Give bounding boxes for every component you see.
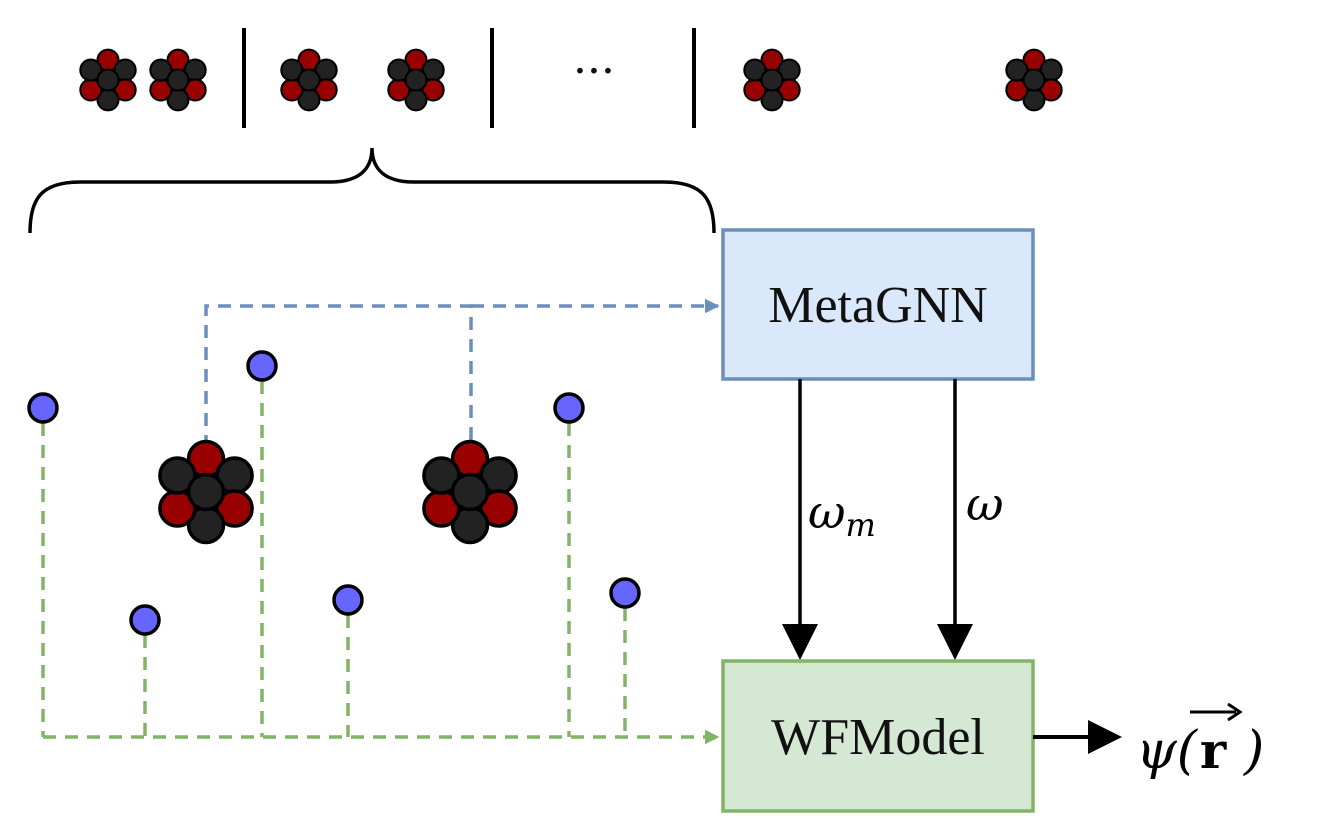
electrons <box>27 350 641 636</box>
atom-icon <box>387 48 445 112</box>
output-edge <box>1033 720 1122 754</box>
psi-suffix: ) <box>1243 721 1264 781</box>
electron-icon <box>609 577 641 609</box>
psi-prefix: ψ( <box>1136 721 1199 781</box>
metagnn-to-wfmodel-edges <box>782 379 973 660</box>
electron-icon <box>27 392 59 424</box>
electron-icon <box>129 604 161 636</box>
atom-icon <box>1005 48 1063 112</box>
atom-icon <box>149 48 207 112</box>
top-row: ··· <box>79 28 1063 128</box>
electron-icon <box>553 392 585 424</box>
metagnn-label: MetaGNN <box>768 277 988 334</box>
atom-icon <box>743 48 801 112</box>
omega-label: ω <box>966 477 1004 531</box>
vector-arrow-icon <box>1190 702 1243 722</box>
atom-icon <box>280 48 338 112</box>
position-vector: r <box>1200 721 1227 780</box>
electron-to-wfmodel-edges <box>41 381 720 745</box>
atom-to-metagnn-edges <box>204 298 720 448</box>
omega-m-label: ωm <box>808 485 876 544</box>
metagnn-node[interactable]: MetaGNN <box>721 228 1035 381</box>
wfmodel-node[interactable]: WFModel <box>721 659 1035 813</box>
curly-brace-icon <box>28 147 716 234</box>
ellipsis: ··· <box>573 46 615 97</box>
wfmodel-label: WFModel <box>771 709 985 766</box>
atom-icon <box>79 48 137 112</box>
electron-icon <box>246 350 278 382</box>
wavefunction-output-label: ψ( r ) <box>1136 702 1264 781</box>
atom-icon <box>422 439 518 545</box>
atom-icon <box>158 439 254 545</box>
electron-icon <box>332 584 364 616</box>
